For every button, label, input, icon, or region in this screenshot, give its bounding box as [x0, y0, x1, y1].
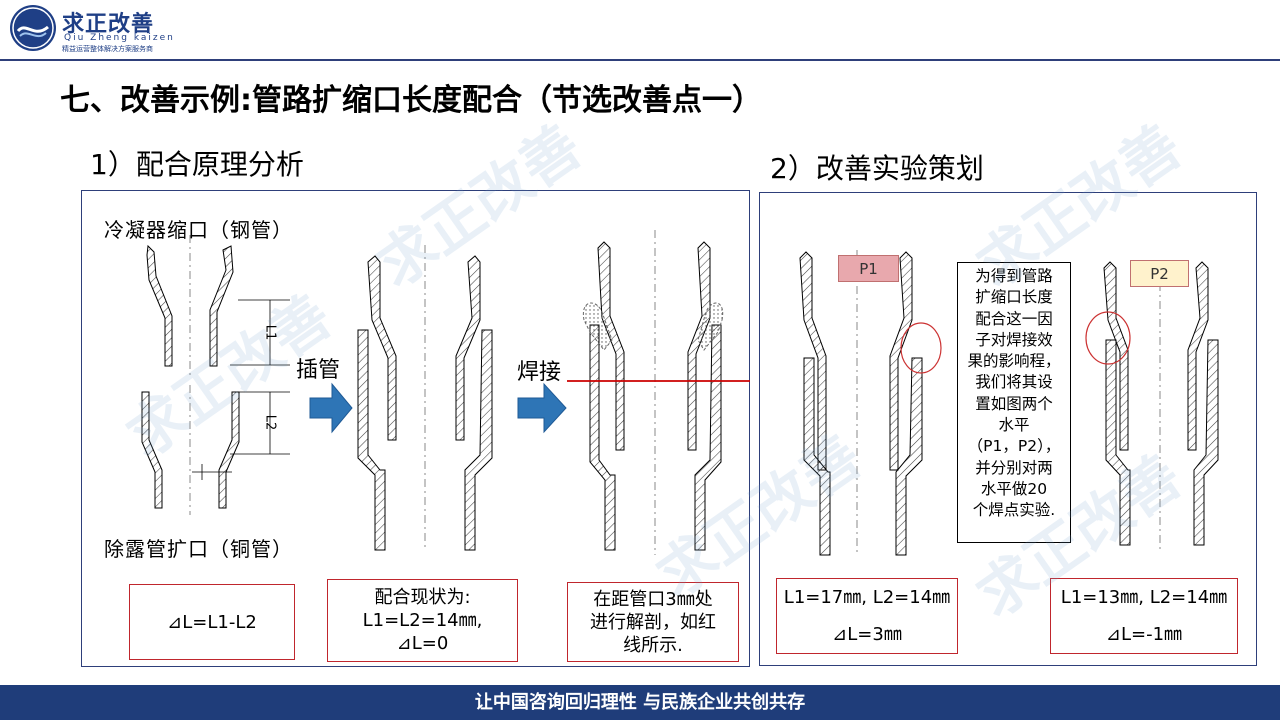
header-divider — [0, 59, 1280, 61]
dim-l2-label: L2 — [262, 414, 278, 431]
note-line: 并分别对两 — [975, 458, 1053, 477]
shrink-end-drawing — [146, 235, 234, 375]
brand-logo-icon — [10, 5, 56, 51]
insert-arrow-icon — [309, 382, 353, 434]
note-line: 置如图两个 — [975, 394, 1053, 413]
note-line: 为得到管路 — [975, 267, 1053, 285]
weld-arrow-icon — [517, 382, 567, 434]
brand-name: 求正改善 — [62, 12, 155, 37]
note-line: 个焊点实验. — [972, 501, 1056, 520]
delta-formula-box: ⊿L=L1-L2 — [129, 584, 295, 660]
weld-label: 焊接 — [517, 360, 562, 385]
section2-heading: 2）改善实验策划 — [770, 152, 984, 185]
p1-values-box: L1=17㎜, L2=14㎜ ⊿L=3㎜ — [776, 578, 958, 654]
current-fit-line: ⊿L=0 — [396, 633, 449, 654]
dissection-note-box: 在距管口3㎜处 进行解剖，如红 线所示. — [567, 582, 739, 662]
note-line: 子对焊接效 — [975, 330, 1053, 349]
p2-values-line: L1=13㎜, L2=14㎜ — [1060, 587, 1228, 608]
note-line: 配合这一因 — [975, 309, 1053, 328]
dimension-lines — [192, 299, 290, 480]
expand-end-label: 除露管扩口（铜管） — [104, 537, 293, 561]
footer-slogan: 让中国咨询回归理性 与民族企业共创共存 — [0, 685, 1280, 720]
current-fit-box: 配合现状为: L1=L2=14㎜, ⊿L=0 — [327, 579, 518, 662]
p2-delta-line: ⊿L=-1㎜ — [1105, 624, 1183, 645]
p2-values-box: L1=13㎜, L2=14㎜ ⊿L=-1㎜ — [1050, 578, 1238, 654]
p1-delta-line: ⊿L=3㎜ — [832, 624, 902, 645]
welded-pipes-drawing — [582, 230, 724, 555]
current-fit-line: 配合现状为: — [374, 587, 471, 608]
insert-label: 插管 — [296, 358, 341, 383]
dissection-note-line: 线所示. — [623, 634, 683, 656]
section1-heading: 1）配合原理分析 — [90, 148, 304, 181]
note-line: 扩缩口长度 — [975, 288, 1053, 307]
delta-formula-text: ⊿L=L1-L2 — [167, 611, 257, 633]
p2-tag: P2 — [1130, 260, 1189, 287]
note-line: 水平做20 — [980, 479, 1048, 498]
shrink-end-label: 冷凝器缩口（钢管） — [104, 218, 293, 242]
brand-name-en: Qiu Zheng kaizen — [64, 33, 175, 43]
experiment-note: 为得到管路 扩缩口长度 配合这一因 子对焊接效 果的影响程， 我们将其设 置如图… — [957, 262, 1071, 543]
inserted-pipes-drawing — [357, 245, 493, 551]
expand-end-drawing — [141, 385, 240, 515]
p1-values-line: L1=17㎜, L2=14㎜ — [783, 587, 951, 608]
experiment-panel — [759, 192, 1257, 666]
dissection-note-line: 在距管口3㎜处 — [593, 588, 713, 610]
p2-drawing — [1085, 261, 1219, 550]
note-line: 我们将其设 — [975, 373, 1053, 392]
brand-tagline: 精益运营整体解决方案服务商 — [62, 45, 153, 53]
note-line: 果的影响程， — [967, 352, 1061, 371]
note-line: 水平 — [998, 416, 1030, 435]
dissection-note-line: 进行解剖，如红 — [590, 611, 716, 633]
p1-tag: P1 — [838, 255, 899, 282]
dim-l1-label: L1 — [262, 324, 278, 341]
analysis-panel — [81, 190, 750, 667]
slide-title: 七、改善示例:管路扩缩口长度配合（节选改善点一） — [60, 83, 762, 118]
p1-drawing — [799, 250, 942, 556]
note-line: （P1，P2）， — [967, 437, 1061, 456]
current-fit-line: L1=L2=14㎜, — [362, 610, 483, 631]
